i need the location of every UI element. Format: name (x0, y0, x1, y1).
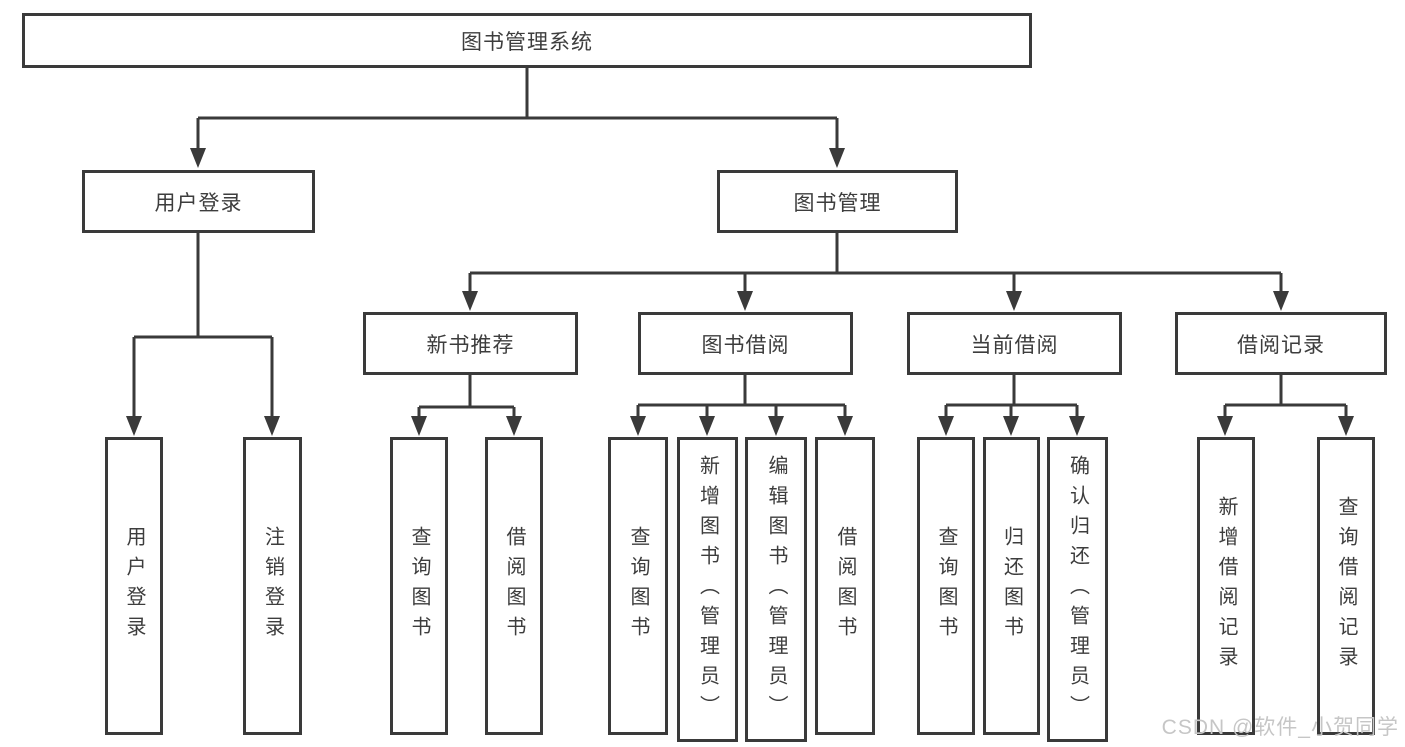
connector-currentborrow-to-leaves (938, 375, 1085, 436)
leaf-cb-confirm-return-admin: 确认归还（管理员） (1047, 437, 1108, 742)
leaf-br-query-record: 查询借阅记录 (1317, 437, 1375, 735)
leaf-logout: 注销登录 (243, 437, 302, 735)
node-borrowing-records: 借阅记录 (1175, 312, 1387, 375)
leaf-nbr-query-books-label: 查询图书 (408, 526, 430, 646)
leaf-cb-return-books-label: 归还图书 (1000, 526, 1023, 646)
leaf-user-login-label: 用户登录 (123, 526, 145, 646)
connector-newbook-to-leaves (411, 375, 522, 436)
connector-bookmgmt-to-level3 (462, 233, 1289, 311)
connector-root-to-level2 (190, 67, 845, 168)
node-book-borrowing: 图书借阅 (638, 312, 853, 375)
leaf-br-add-record: 新增借阅记录 (1197, 437, 1255, 735)
leaf-bb-borrow-books: 借阅图书 (815, 437, 875, 735)
leaf-cb-confirm-return-admin-label: 确认归还（管理员） (1066, 454, 1089, 725)
node-current-borrowing: 当前借阅 (907, 312, 1122, 375)
leaf-bb-add-books-admin: 新增图书（管理员） (677, 437, 738, 742)
leaf-bb-edit-books-admin-label: 编辑图书（管理员） (765, 454, 787, 725)
leaf-br-add-record-label: 新增借阅记录 (1215, 496, 1237, 676)
leaf-bb-query-books-label: 查询图书 (627, 526, 649, 646)
leaf-bb-query-books: 查询图书 (608, 437, 668, 735)
leaf-bb-edit-books-admin: 编辑图书（管理员） (745, 437, 807, 742)
node-book-management: 图书管理 (717, 170, 958, 233)
leaf-nbr-query-books: 查询图书 (390, 437, 448, 735)
leaf-bb-add-books-admin-label: 新增图书（管理员） (696, 454, 719, 725)
leaf-br-query-record-label: 查询借阅记录 (1335, 496, 1357, 676)
leaf-nbr-borrow-books: 借阅图书 (485, 437, 543, 735)
leaf-nbr-borrow-books-label: 借阅图书 (503, 526, 525, 646)
connector-borrowrecord-to-leaves (1217, 375, 1354, 436)
leaf-cb-query-books-label: 查询图书 (935, 526, 957, 646)
leaf-bb-borrow-books-label: 借阅图书 (834, 526, 856, 646)
leaf-user-login: 用户登录 (105, 437, 163, 735)
connector-bookborrow-to-leaves (630, 375, 853, 436)
leaf-cb-return-books: 归还图书 (983, 437, 1040, 735)
node-new-book-recommendation: 新书推荐 (363, 312, 578, 375)
node-root-library-management-system: 图书管理系统 (22, 13, 1032, 68)
node-user-login: 用户登录 (82, 170, 315, 233)
connector-userlogin-to-leaves (126, 233, 280, 436)
csdn-watermark: CSDN @软件_小贺同学 (1161, 716, 1399, 739)
leaf-cb-query-books: 查询图书 (917, 437, 975, 735)
leaf-logout-label: 注销登录 (261, 526, 284, 646)
